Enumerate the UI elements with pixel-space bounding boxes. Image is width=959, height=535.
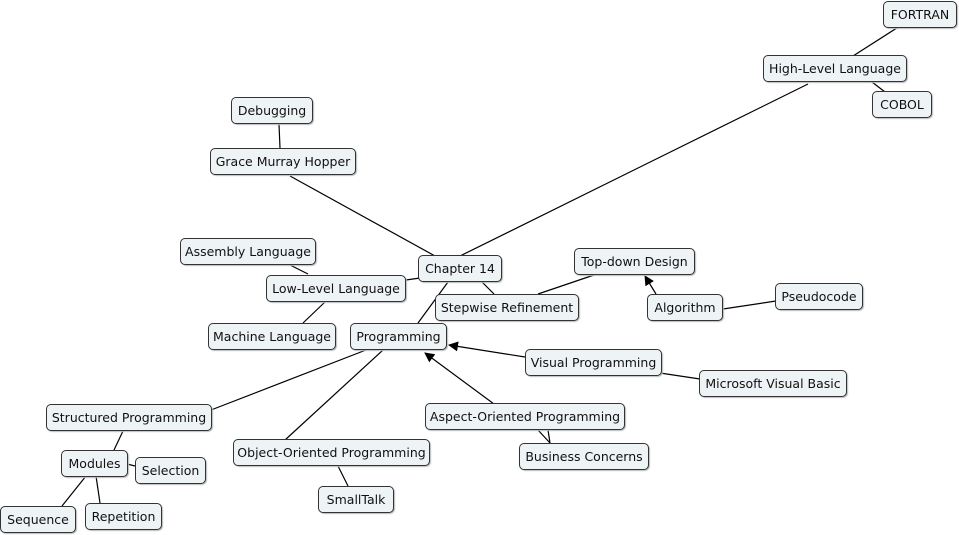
node-algorithm[interactable]: Algorithm: [647, 294, 723, 321]
edge-programming-structured: [210, 349, 367, 411]
node-structured-programming[interactable]: Structured Programming: [46, 404, 212, 431]
edge-modules-repetition: [95, 475, 101, 504]
edge-visual-msvb: [659, 372, 701, 380]
edge-assembly-lowlevel: [289, 264, 309, 275]
edge-visual-programming: [448, 341, 526, 358]
node-top-down-design[interactable]: Top-down Design: [574, 248, 695, 275]
node-cobol[interactable]: COBOL: [872, 91, 932, 118]
node-smalltalk[interactable]: SmallTalk: [318, 486, 394, 513]
node-business-concerns[interactable]: Business Concerns: [519, 443, 649, 470]
edge-algorithm-topdown: [644, 275, 657, 295]
edge-debugging-hopper: [278, 123, 281, 149]
edge-chapter-programming: [417, 281, 449, 324]
edge-aspect-business2: [547, 429, 551, 444]
edge-lowlevel-chapter: [405, 277, 421, 281]
edge-modules-selection: [126, 463, 136, 467]
node-chapter-14[interactable]: Chapter 14: [418, 255, 502, 282]
node-programming[interactable]: Programming: [350, 323, 447, 350]
edge-chapter-stepwise: [481, 281, 495, 295]
edge-aspect-business: [537, 429, 551, 444]
edge-highlevel-cobol: [871, 81, 886, 93]
node-grace-murray-hopper[interactable]: Grace Murray Hopper: [210, 148, 356, 175]
node-high-level-language[interactable]: High-Level Language: [763, 55, 907, 82]
node-microsoft-visual-basic[interactable]: Microsoft Visual Basic: [699, 370, 847, 397]
node-selection[interactable]: Selection: [135, 457, 206, 484]
node-assembly-language[interactable]: Assembly Language: [180, 238, 316, 265]
node-repetition[interactable]: Repetition: [85, 503, 162, 530]
edge-oop-smalltalk: [337, 465, 349, 487]
node-pseudocode[interactable]: Pseudocode: [775, 283, 863, 310]
node-fortran[interactable]: FORTRAN: [883, 1, 957, 28]
node-sequence[interactable]: Sequence: [0, 506, 76, 533]
node-object-oriented-programming[interactable]: Object-Oriented Programming: [233, 439, 430, 466]
edge-programming-oop: [284, 349, 384, 441]
node-debugging[interactable]: Debugging: [231, 97, 313, 124]
edge-fortran-highlevel: [852, 25, 901, 57]
edge-algorithm-pseudocode: [722, 300, 777, 310]
edge-lowlevel-machine: [302, 301, 326, 324]
edge-aspect-programming: [424, 352, 495, 405]
edge-chapter-highlevel: [459, 83, 809, 257]
node-stepwise-refinement[interactable]: Stepwise Refinement: [435, 294, 579, 321]
node-modules[interactable]: Modules: [61, 450, 128, 477]
node-machine-language[interactable]: Machine Language: [208, 323, 336, 350]
node-aspect-oriented-programming[interactable]: Aspect-Oriented Programming: [425, 403, 625, 430]
node-low-level-language[interactable]: Low-Level Language: [266, 275, 406, 302]
edge-hopper-chapter: [289, 175, 436, 257]
edge-structured-modules: [113, 430, 124, 451]
edge-stepwise-topdown: [537, 274, 595, 295]
edge-modules-sequence: [61, 475, 87, 507]
node-visual-programming[interactable]: Visual Programming: [525, 349, 662, 376]
